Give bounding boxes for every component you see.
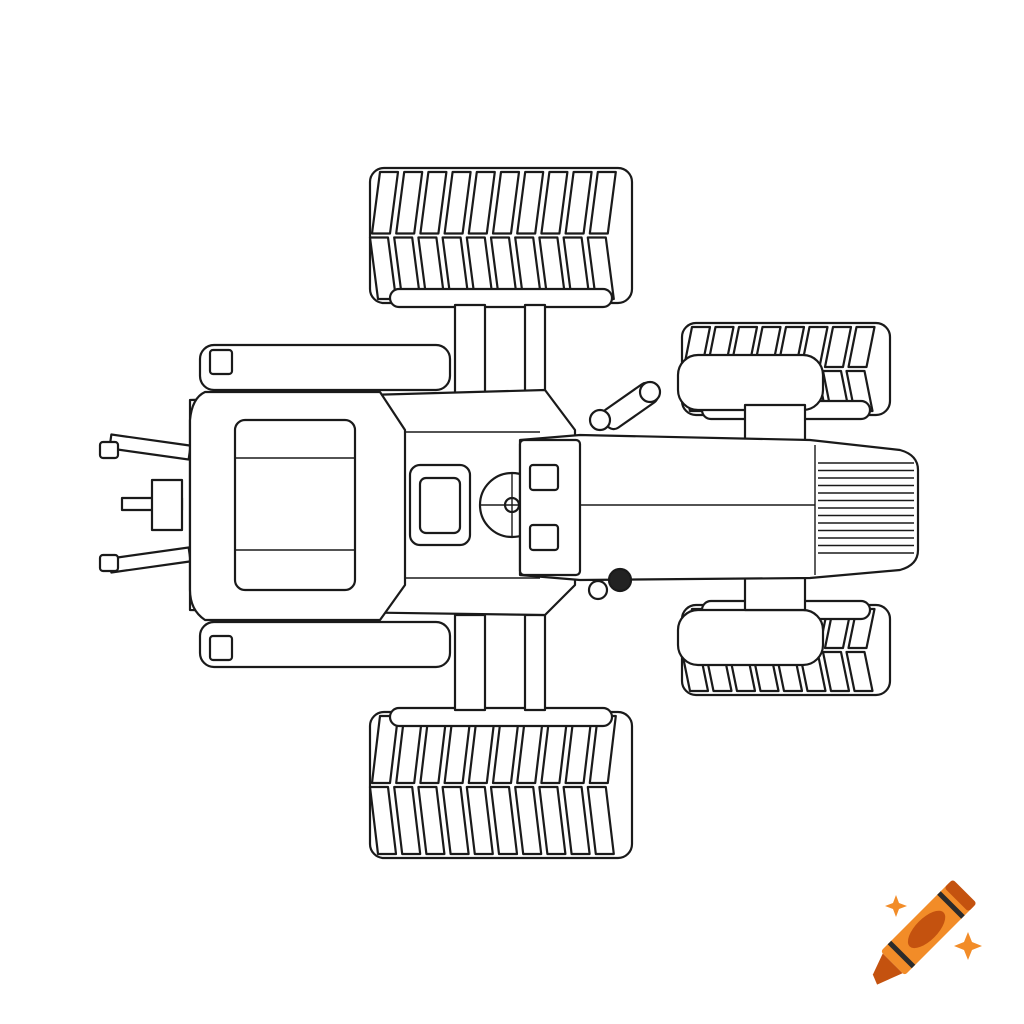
tread-lug [562, 785, 591, 856]
front-hub [676, 353, 825, 412]
tread-lug [821, 650, 851, 693]
cab-roof-panel [233, 418, 357, 592]
tread-lug [491, 170, 521, 235]
engine-hood [518, 433, 920, 582]
tread-lug [368, 785, 398, 856]
tread-lug [395, 170, 424, 235]
tread-lug [419, 170, 448, 235]
front-hub [676, 608, 825, 667]
tread-lug [467, 170, 496, 235]
tread-lug [845, 650, 874, 693]
tread-lug [417, 785, 446, 856]
tread-lug [823, 325, 853, 369]
tread-lug [586, 236, 615, 301]
wheel-rim [388, 706, 614, 728]
tread-lug [564, 170, 593, 235]
tread-lug [588, 170, 617, 235]
rear-left-tire [368, 166, 634, 309]
tread-lug [465, 785, 494, 856]
tread-lug [847, 325, 876, 369]
exhaust-pipe [587, 380, 662, 601]
rear-right-tire [368, 706, 634, 860]
tread-lug [441, 785, 470, 856]
tread-lug [393, 785, 422, 856]
tread-lug [586, 785, 615, 856]
tread-lug [516, 170, 545, 235]
tread-lug [489, 785, 519, 856]
three-point-hitch [98, 433, 192, 574]
tread-lug [540, 170, 569, 235]
tread-lug [370, 170, 400, 235]
tread-lug [443, 170, 472, 235]
tread-lug [514, 785, 543, 856]
right-fender [198, 620, 452, 669]
wheel-rim [388, 287, 614, 309]
left-fender [198, 343, 452, 392]
cab [188, 388, 577, 622]
tread-lug [538, 785, 567, 856]
